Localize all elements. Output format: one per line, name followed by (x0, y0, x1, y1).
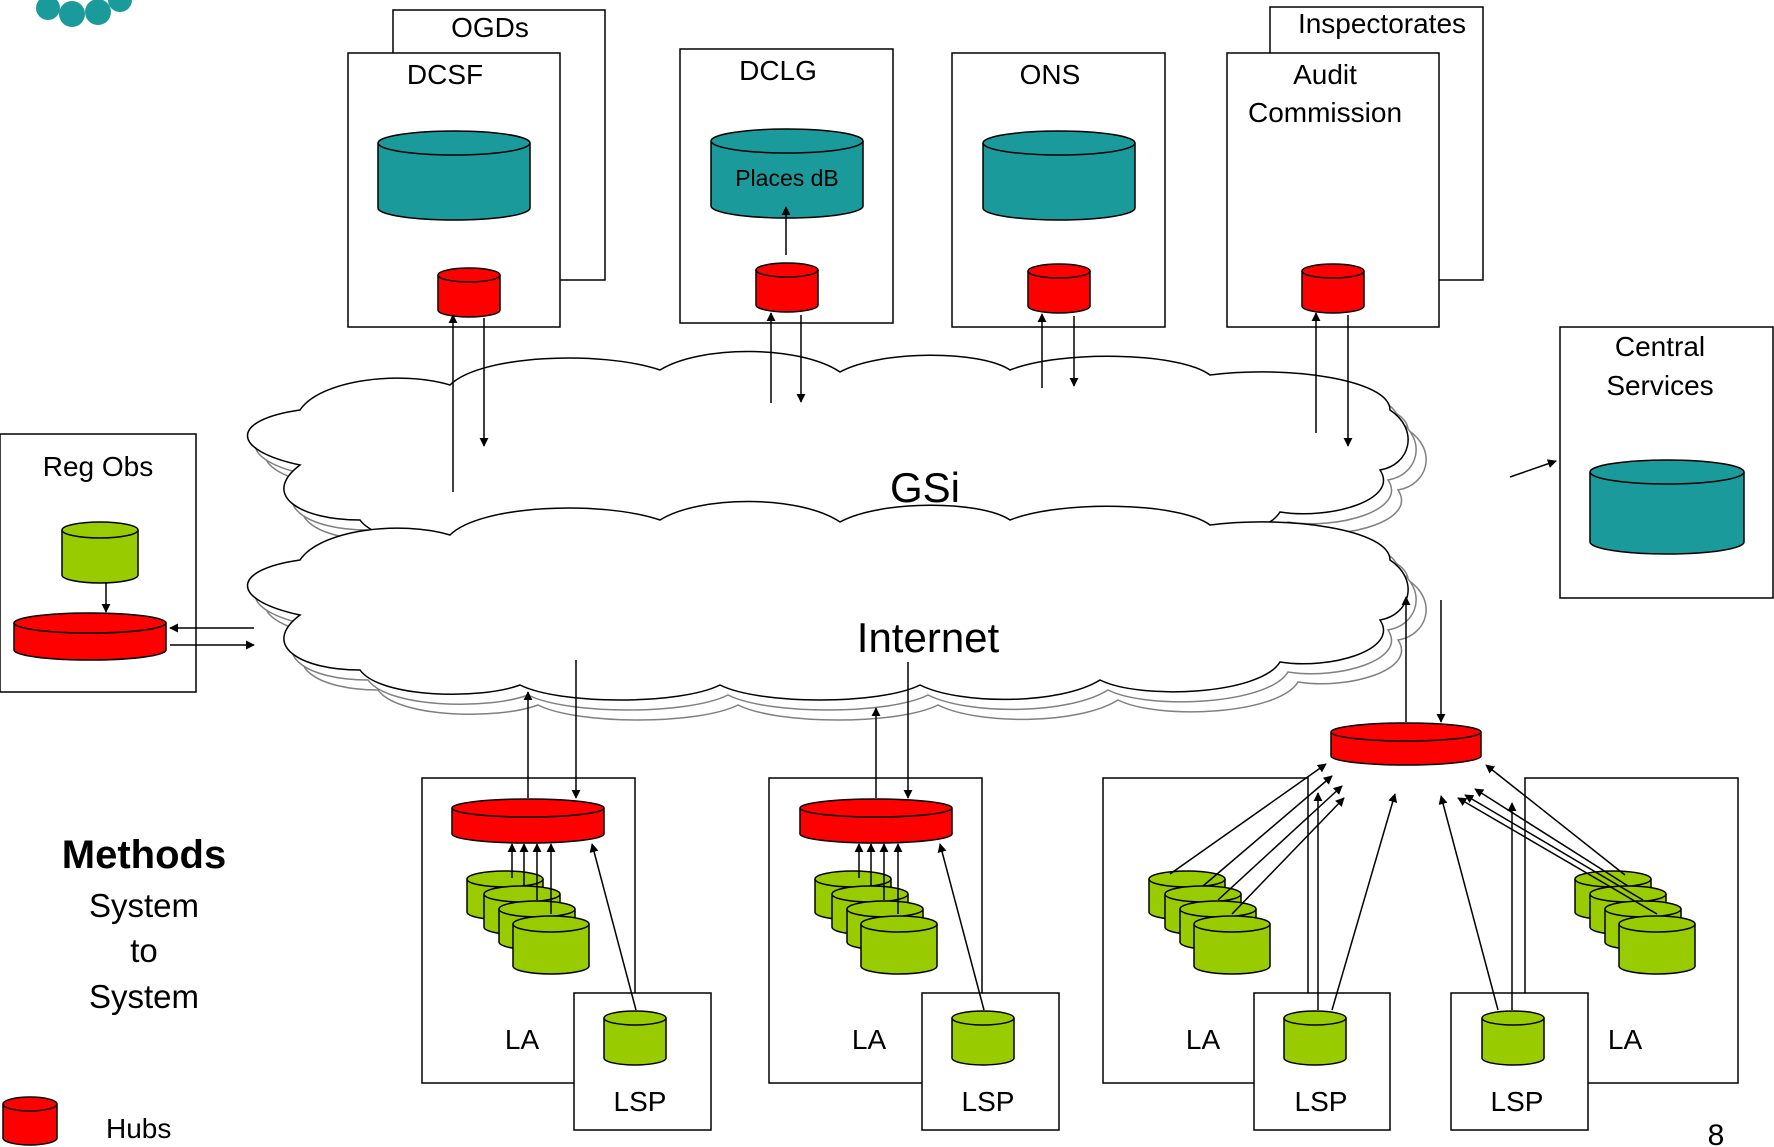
dclg-hub-icon (755, 262, 819, 313)
methods-line-1: System (89, 887, 199, 924)
dclg-label: DCLG (739, 55, 817, 86)
ons-hub-icon (1027, 263, 1091, 314)
la-label-1: LA (505, 1024, 540, 1055)
internet-label: Internet (857, 614, 1000, 661)
hubs-label: Hubs (106, 1113, 171, 1144)
central-label-2: Services (1606, 370, 1713, 401)
lsp-group-3: LSP (1253, 992, 1391, 1131)
bottom-connectors (507, 596, 1658, 1011)
dcsf-hub-icon (437, 267, 501, 318)
la-label-3: LA (1186, 1024, 1221, 1055)
methods-line-3: System (89, 978, 199, 1015)
central-label-1: Central (1615, 331, 1705, 362)
methods-legend: Methods System to System (62, 833, 226, 1015)
lsp-group-2: LSP (921, 992, 1060, 1131)
internet-cloud: Internet (246, 500, 1427, 721)
methods-title: Methods (62, 833, 226, 877)
logo-dots (36, 0, 132, 27)
audit-label-1: Audit (1293, 59, 1357, 90)
lsp-label-3: LSP (1295, 1086, 1348, 1117)
ons-label: ONS (1020, 59, 1081, 90)
ogds-label: OGDs (451, 12, 529, 43)
methods-line-2: to (130, 932, 158, 969)
central-database-icon (1589, 459, 1745, 555)
lsp-group-1: LSP (573, 992, 712, 1131)
audit-label-2: Commission (1248, 97, 1402, 128)
reg-obs-hub-icon (13, 612, 167, 661)
hubs-legend: Hubs (2, 1096, 171, 1146)
reg-obs-local-db-icon (61, 521, 139, 584)
dcsf-database-icon (377, 130, 531, 221)
lsp-group-4: LSP (1450, 992, 1589, 1131)
reg-obs-label: Reg Obs (43, 451, 154, 482)
ons-database-icon (982, 130, 1136, 221)
inspectorates-label: Inspectorates (1298, 8, 1466, 39)
audit-hub-icon (1301, 263, 1365, 314)
lsp-label-1: LSP (614, 1086, 667, 1117)
la-label-4: LA (1608, 1024, 1643, 1055)
shared-hub-icon (1330, 722, 1482, 766)
audit-commission-box: Audit Commission (1226, 52, 1440, 328)
lsp-label-2: LSP (962, 1086, 1015, 1117)
la-label-2: LA (852, 1024, 887, 1055)
lsp-label-4: LSP (1491, 1086, 1544, 1117)
la-group-3: LA (1102, 777, 1309, 1084)
la-group-2: LA (768, 777, 983, 1084)
gsi-label: GSi (890, 464, 960, 511)
places-db-label: Places dB (735, 165, 839, 191)
top-connectors (101, 206, 1557, 650)
page-number: 8 (1708, 1119, 1725, 1147)
places-database-icon: Places dB (710, 128, 864, 219)
dcsf-label: DCSF (407, 59, 483, 90)
